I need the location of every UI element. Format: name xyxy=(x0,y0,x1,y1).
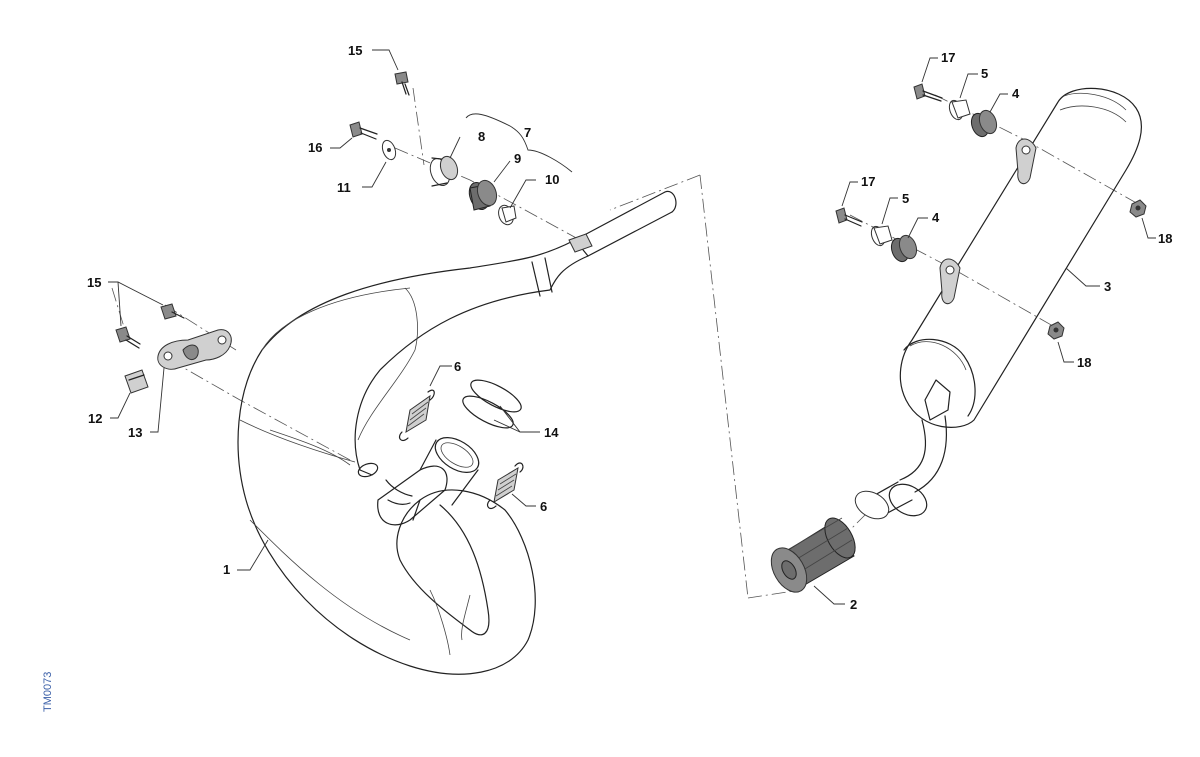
callout-6-upper: 6 xyxy=(454,359,461,374)
spacer-5-upper xyxy=(948,99,971,121)
leader-lines xyxy=(108,49,1156,605)
mount-plate-13 xyxy=(157,329,232,370)
bolt-15-top xyxy=(394,71,410,96)
callout-15-top: 15 xyxy=(348,43,362,58)
drawing-code: TM0073 xyxy=(42,672,54,712)
o-rings-14 xyxy=(462,379,522,429)
callout-1: 1 xyxy=(223,562,230,577)
callout-6-lower: 6 xyxy=(540,499,547,514)
callout-17-lower: 17 xyxy=(861,174,875,189)
callout-4-lower: 4 xyxy=(932,210,940,225)
bolt-17-lower xyxy=(835,207,863,227)
spring-6-upper xyxy=(398,389,435,442)
callout-15-left: 15 xyxy=(87,275,101,290)
silencer xyxy=(854,87,1143,520)
callout-18-upper: 18 xyxy=(1158,231,1172,246)
callout-3: 3 xyxy=(1104,279,1111,294)
callout-11: 11 xyxy=(337,180,351,195)
nut-18-lower xyxy=(1047,321,1065,340)
callout-5-lower: 5 xyxy=(902,191,909,206)
callout-17-upper: 17 xyxy=(941,50,955,65)
sleeve-8 xyxy=(429,155,459,187)
bolt-15-left-upper xyxy=(160,303,185,320)
callout-7: 7 xyxy=(524,125,531,140)
bolt-17-upper xyxy=(913,83,943,102)
callout-4-upper: 4 xyxy=(1012,86,1020,101)
callout-18-lower: 18 xyxy=(1077,355,1091,370)
grommet-9 xyxy=(468,179,498,211)
spring-6-lower xyxy=(486,462,524,510)
callout-labels: 15 16 11 7 8 9 10 15 12 13 6 6 14 1 2 3 … xyxy=(87,43,1172,612)
group-bracket-7 xyxy=(465,113,573,173)
clip-nut-12 xyxy=(124,369,149,394)
axis-lines xyxy=(111,87,1141,599)
bolt-16 xyxy=(349,121,378,140)
callout-12: 12 xyxy=(88,411,102,426)
bolt-15-left-lower xyxy=(115,326,141,349)
nut-18-upper xyxy=(1129,199,1147,218)
callout-2: 2 xyxy=(850,597,857,612)
callout-10: 10 xyxy=(545,172,559,187)
callout-5-upper: 5 xyxy=(981,66,988,81)
coupling-2 xyxy=(770,517,856,593)
callout-16: 16 xyxy=(308,140,322,155)
callout-9: 9 xyxy=(514,151,521,166)
grommet-4-upper xyxy=(970,109,998,138)
spacer-5-lower xyxy=(870,225,893,247)
callout-13: 13 xyxy=(128,425,142,440)
washer-11 xyxy=(381,139,397,161)
grommet-4-lower xyxy=(890,234,918,263)
header-pipe xyxy=(237,190,677,675)
callout-14: 14 xyxy=(544,425,559,440)
spacer-10 xyxy=(498,204,517,226)
callout-8: 8 xyxy=(478,129,485,144)
